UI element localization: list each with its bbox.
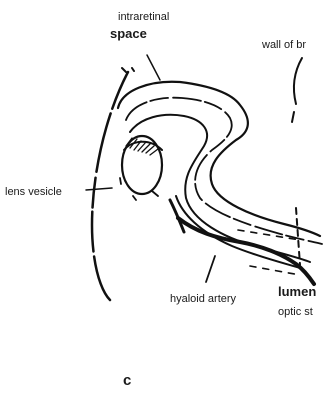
retina-hatching: [124, 138, 162, 155]
lumen-label: lumen: [278, 284, 316, 299]
surface-ectoderm-line: [92, 72, 128, 300]
wall-of-brain-pointer: [292, 58, 302, 122]
wall-of-brain-label: wall of br: [261, 39, 306, 51]
lens-vesicle-pointer: [86, 188, 112, 190]
optic-stalk-label: optic st: [278, 306, 313, 318]
lens-vesicle-label: lens vesicle: [5, 186, 62, 198]
hyaloid-artery-pointer: [206, 256, 215, 282]
intraretinal-space-pointer: [147, 55, 160, 80]
intraretinal-label: intraretinal: [118, 11, 169, 23]
space-label: space: [110, 26, 147, 41]
lumen-pointer: [296, 208, 300, 265]
hyaloid-artery-label: hyaloid artery: [170, 293, 237, 305]
hyaloid-artery-branch: [170, 200, 184, 232]
panel-letter: c: [123, 372, 131, 389]
